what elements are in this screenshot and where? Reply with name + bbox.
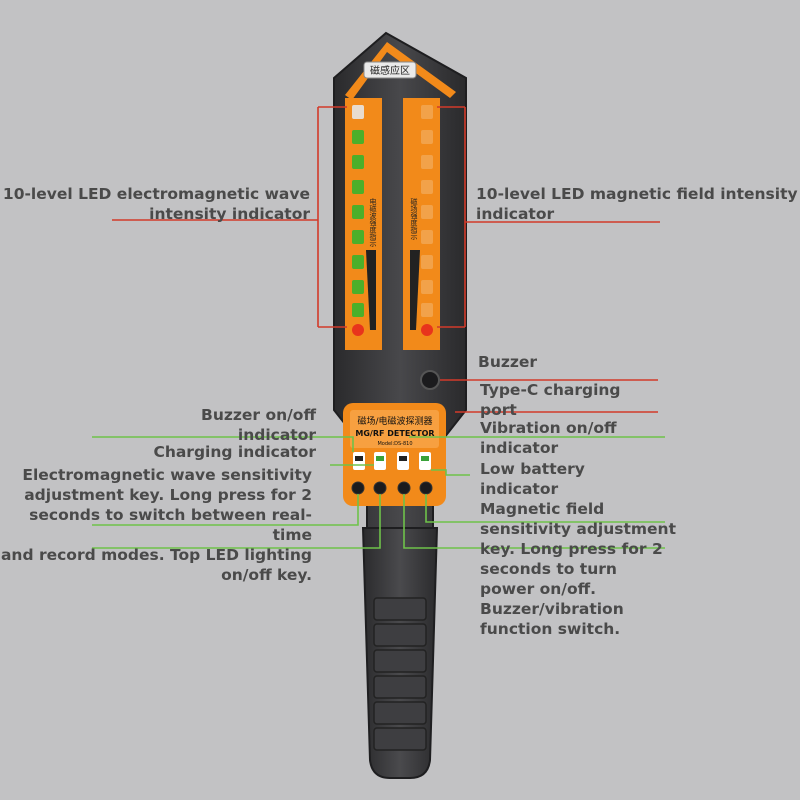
led	[421, 303, 433, 317]
led	[421, 230, 433, 244]
strip-wedge-right	[410, 250, 420, 330]
label-mag-key: Magnetic field sensitivity adjustment ke…	[480, 500, 677, 638]
label-em-key: Electromagnetic wave sensitivity adjustm…	[0, 466, 312, 584]
panel-title-cn: 磁场/电磁波探测器	[357, 415, 432, 427]
callout-mag-leds	[437, 106, 660, 328]
red-callouts	[112, 106, 660, 413]
led-column-em	[352, 105, 364, 336]
callout-buzzer-onoff	[92, 436, 354, 452]
led	[352, 130, 364, 144]
callout-low-battery	[431, 469, 470, 476]
strip-text-right: 磁场强度指示	[410, 197, 418, 240]
green-callouts	[92, 436, 665, 549]
led	[352, 255, 364, 269]
led	[352, 155, 364, 169]
led	[421, 155, 433, 169]
button	[351, 481, 365, 495]
led-column-mag	[421, 105, 433, 336]
button	[419, 481, 433, 495]
strip-text-left: 电磁波强度指示	[369, 197, 377, 247]
led	[421, 180, 433, 194]
led	[352, 280, 364, 294]
led	[421, 255, 433, 269]
button	[397, 481, 411, 495]
led	[352, 180, 364, 194]
handle-grip	[373, 597, 427, 751]
top-label-plate	[363, 61, 417, 79]
led	[421, 205, 433, 219]
led	[421, 105, 433, 119]
top-label: 磁感应区	[370, 64, 410, 77]
callout-mag-key	[425, 494, 665, 523]
label-em-wave-indicator: 10-level LED electromagnetic wave intens…	[2, 185, 310, 223]
led	[352, 303, 364, 317]
callout-em-leds	[112, 106, 347, 328]
led	[352, 324, 364, 336]
callout-em-key	[92, 494, 359, 526]
label-type-c: Type-C charging port	[480, 381, 621, 419]
panel-title-en: MG/RF DETECTOR	[355, 429, 434, 438]
panel-model: Model:DS-810	[377, 441, 412, 447]
label-charging: Charging indicator	[153, 443, 316, 461]
led	[421, 130, 433, 144]
led	[352, 105, 364, 119]
led	[352, 230, 364, 244]
led	[421, 280, 433, 294]
callout-top-led-key	[92, 494, 381, 549]
label-buzzer: Buzzer	[478, 353, 538, 371]
label-low-battery: Low battery indicator	[480, 460, 585, 498]
label-magnetic-indicator: 10-level LED magnetic field intensity in…	[476, 185, 798, 223]
strip-wedge-left	[366, 250, 376, 330]
label-buzzer-onoff: Buzzer on/off indicator	[201, 406, 316, 444]
led	[421, 324, 433, 336]
panel-title-box	[350, 410, 439, 448]
button	[373, 481, 387, 495]
callout-power-key	[403, 494, 665, 549]
label-vibration-onoff: Vibration on/off indicator	[480, 419, 617, 457]
buzzer-hole	[420, 370, 440, 390]
led	[352, 205, 364, 219]
